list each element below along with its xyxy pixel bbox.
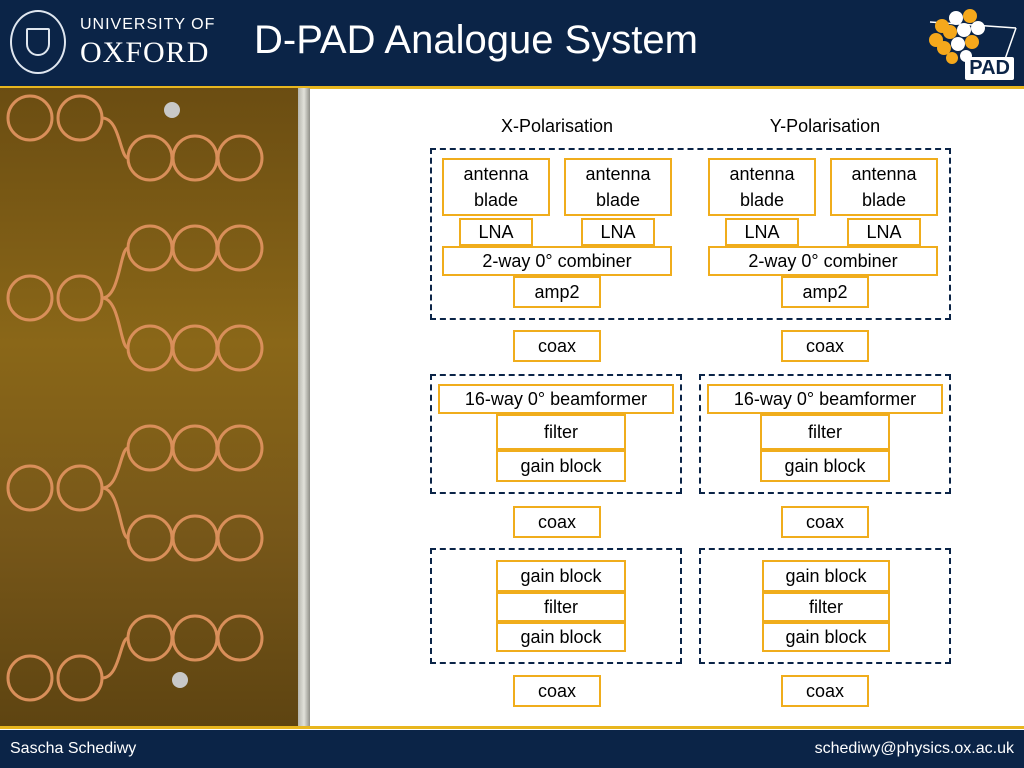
x-polarisation-header: X-Polarisation <box>500 116 614 136</box>
pcb-edge <box>298 88 310 726</box>
y-lna-2: LNA <box>847 218 921 246</box>
pcb-traces-image <box>6 94 264 702</box>
university-line: UNIVERSITY OF <box>80 16 216 33</box>
y-coax-1: coax <box>781 330 869 362</box>
footer-bar: Sascha Schediwy schediwy@physics.ox.ac.u… <box>0 730 1024 768</box>
y-coax-2: coax <box>781 506 869 538</box>
x-filter-2: filter <box>496 592 626 622</box>
y-gain-block-3: gain block <box>762 622 890 652</box>
y-gain-block-2: gain block <box>762 560 890 592</box>
x-beamformer: 16-way 0° beamformer <box>438 384 674 414</box>
y-filter-2: filter <box>762 592 890 622</box>
x-amp2: amp2 <box>513 276 601 308</box>
x-lna-1: LNA <box>459 218 533 246</box>
x-combiner: 2-way 0° combiner <box>442 246 672 276</box>
y-gain-group <box>699 548 951 664</box>
y-combiner: 2-way 0° combiner <box>708 246 938 276</box>
x-gain-block-3: gain block <box>496 622 626 652</box>
x-coax-1: coax <box>513 330 601 362</box>
front-end-group <box>430 148 951 320</box>
x-beamformer-group <box>430 374 682 494</box>
pad-logo: PAD <box>920 4 1022 84</box>
x-gain-block-1: gain block <box>496 450 626 482</box>
y-lna-1: LNA <box>725 218 799 246</box>
oxford-crest-icon <box>10 10 66 74</box>
y-amp2: amp2 <box>781 276 869 308</box>
oxford-wordmark: OXFORD <box>80 36 210 69</box>
x-filter-1: filter <box>496 414 626 450</box>
header-bar: UNIVERSITY OF OXFORD D-PAD Analogue Syst… <box>0 0 1024 86</box>
footer-divider <box>0 726 1024 729</box>
header-divider <box>0 86 1024 89</box>
y-gain-block-1: gain block <box>760 450 890 482</box>
footer-email: schediwy@physics.ox.ac.uk <box>814 740 1014 757</box>
x-lna-2: LNA <box>581 218 655 246</box>
y-polarisation-header: Y-Polarisation <box>769 116 881 136</box>
y-beamformer: 16-way 0° beamformer <box>707 384 943 414</box>
footer-author: Sascha Schediwy <box>10 740 137 757</box>
x-coax-3: coax <box>513 675 601 707</box>
x-gain-block-2: gain block <box>496 560 626 592</box>
x-coax-2: coax <box>513 506 601 538</box>
x-antenna-blade-2: antenna blade <box>564 158 672 216</box>
y-filter-1: filter <box>760 414 890 450</box>
y-coax-3: coax <box>781 675 869 707</box>
x-gain-group <box>430 548 682 664</box>
slide-title: D-PAD Analogue System <box>254 18 698 62</box>
pcb-photo <box>0 88 308 726</box>
y-antenna-blade-2: antenna blade <box>830 158 938 216</box>
x-antenna-blade-1: antenna blade <box>442 158 550 216</box>
y-beamformer-group <box>699 374 951 494</box>
y-antenna-blade-1: antenna blade <box>708 158 816 216</box>
pad-logo-text: PAD <box>965 57 1014 80</box>
